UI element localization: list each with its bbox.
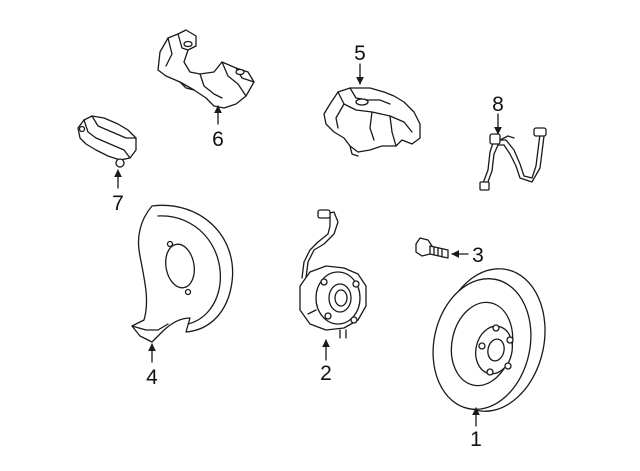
brake-rotor-icon	[432, 268, 546, 412]
callout-7: 7	[112, 192, 124, 215]
callout-3: 3	[472, 244, 484, 267]
callout-5: 5	[354, 42, 366, 65]
callout-2: 2	[320, 362, 332, 385]
callout-4: 4	[146, 366, 158, 389]
brake-caliper-icon	[323, 87, 421, 157]
brake-pads-icon	[77, 115, 137, 168]
splash-shield-icon	[131, 204, 234, 343]
caliper-bolt-icon	[415, 237, 449, 259]
hub-bearing-icon	[299, 209, 367, 339]
callout-6: 6	[212, 128, 224, 151]
caliper-bracket-icon	[157, 29, 255, 109]
callout-1: 1	[470, 428, 482, 451]
callout-arrows	[114, 63, 502, 427]
callout-8: 8	[492, 93, 504, 116]
brake-hose-icon	[479, 127, 547, 191]
